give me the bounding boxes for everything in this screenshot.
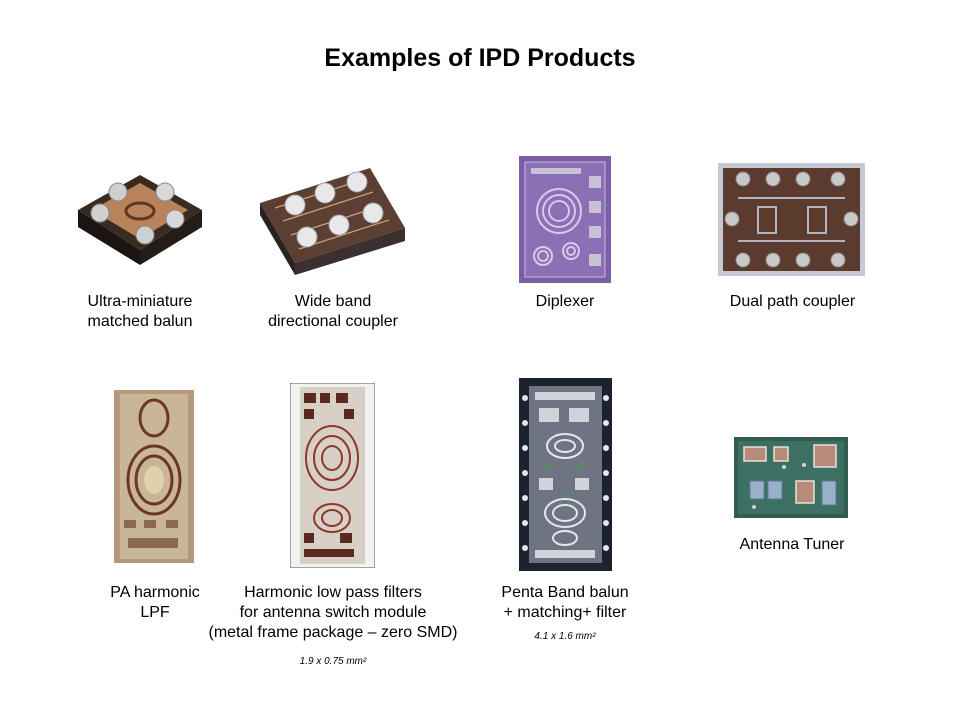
harmonic-lpf-die-photo — [290, 383, 375, 568]
antenna-tuner-photo — [734, 437, 848, 518]
diplexer-die-photo — [519, 156, 611, 283]
caption-pa-lpf: PA harmonic LPF — [110, 584, 200, 621]
dimension-penta-band: 4.1 x 1.6 mm² — [534, 631, 596, 642]
coupler-chip-photo — [255, 163, 410, 278]
caption-penta-band: Penta Band balun + matching+ filter — [501, 584, 629, 621]
balun-chip-photo — [70, 155, 210, 270]
slide-title: Examples of IPD Products — [324, 44, 636, 72]
caption-dual-path-coupler: Dual path coupler — [729, 293, 856, 310]
penta-band-die-photo — [519, 378, 612, 571]
caption-coupler: Wide band directional coupler — [268, 293, 398, 330]
pa-lpf-die-photo — [114, 390, 194, 563]
caption-harmonic-lpf: Harmonic low pass filters for antenna sw… — [208, 584, 458, 641]
caption-balun: Ultra-miniature matched balun — [87, 293, 193, 330]
caption-antenna-tuner: Antenna Tuner — [739, 536, 845, 553]
dual-path-coupler-die-photo — [718, 163, 865, 276]
dimension-harmonic-lpf: 1.9 x 0.75 mm² — [299, 656, 367, 667]
caption-diplexer: Diplexer — [535, 293, 595, 310]
